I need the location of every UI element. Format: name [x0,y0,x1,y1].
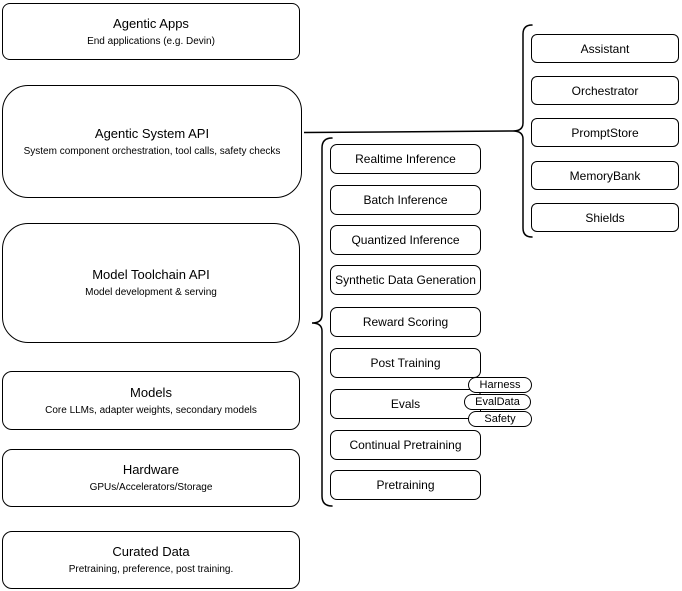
pill-label: Harness [479,379,521,391]
node-quantized-inference: Quantized Inference [330,225,481,255]
node-label: PromptStore [571,125,639,140]
node-subtitle: End applications (e.g. Devin) [87,35,215,47]
node-label: Assistant [580,41,630,56]
agentic-components-brace [512,24,533,238]
node-orchestrator: Orchestrator [531,76,679,105]
node-label: Continual Pretraining [349,438,462,452]
node-label: Shields [585,210,625,225]
node-label: Realtime Inference [355,152,456,166]
node-label: Reward Scoring [362,315,449,329]
node-agentic-system-api: Agentic System API System component orch… [2,85,302,198]
node-agentic-apps: Agentic Apps End applications (e.g. Devi… [2,3,300,60]
node-title: Curated Data [112,544,190,559]
node-title: Hardware [122,462,180,477]
node-promptstore: PromptStore [531,118,679,147]
node-post-training: Post Training [330,348,481,378]
node-title: Agentic Apps [113,15,189,31]
node-title: Agentic System API [94,125,210,141]
node-pretraining: Pretraining [330,470,481,500]
pill-harness: Harness [468,377,532,393]
node-assistant: Assistant [531,34,679,63]
node-model-toolchain-api: Model Toolchain API Model development & … [2,223,300,343]
pill-label: Safety [484,413,516,425]
node-subtitle: GPUs/Accelerators/Storage [89,482,213,493]
node-label: MemoryBank [569,168,641,183]
node-label: Batch Inference [363,193,448,207]
node-subtitle: System component orchestration, tool cal… [23,145,281,157]
node-memorybank: MemoryBank [531,161,679,190]
node-label: Synthetic Data Generation [335,273,476,287]
node-label: Orchestrator [571,83,639,98]
node-title: Models [130,384,172,400]
node-shields: Shields [531,203,679,232]
agentic-system-connector-line [303,130,514,134]
node-hardware: Hardware GPUs/Accelerators/Storage [2,449,300,507]
node-realtime-inference: Realtime Inference [330,144,481,174]
node-models: Models Core LLMs, adapter weights, secon… [2,371,300,430]
node-synthetic-data-generation: Synthetic Data Generation [330,265,481,295]
node-subtitle: Core LLMs, adapter weights, secondary mo… [45,404,257,416]
node-label: Quantized Inference [351,233,460,247]
pill-label: EvalData [475,396,520,408]
pill-evaldata: EvalData [464,394,531,410]
node-batch-inference: Batch Inference [330,185,481,215]
node-label: Evals [390,397,421,411]
node-reward-scoring: Reward Scoring [330,307,481,337]
node-subtitle: Pretraining, preference, post training. [68,564,234,575]
node-label: Post Training [370,356,441,370]
node-curated-data: Curated Data Pretraining, preference, po… [2,531,300,589]
node-title: Model Toolchain API [92,267,210,282]
node-subtitle: Model development & serving [85,287,217,298]
node-continual-pretraining: Continual Pretraining [330,430,481,460]
node-evals: Evals [330,389,481,419]
node-label: Pretraining [376,478,435,492]
toolchain-components-brace [311,137,333,507]
pill-safety: Safety [468,411,532,427]
